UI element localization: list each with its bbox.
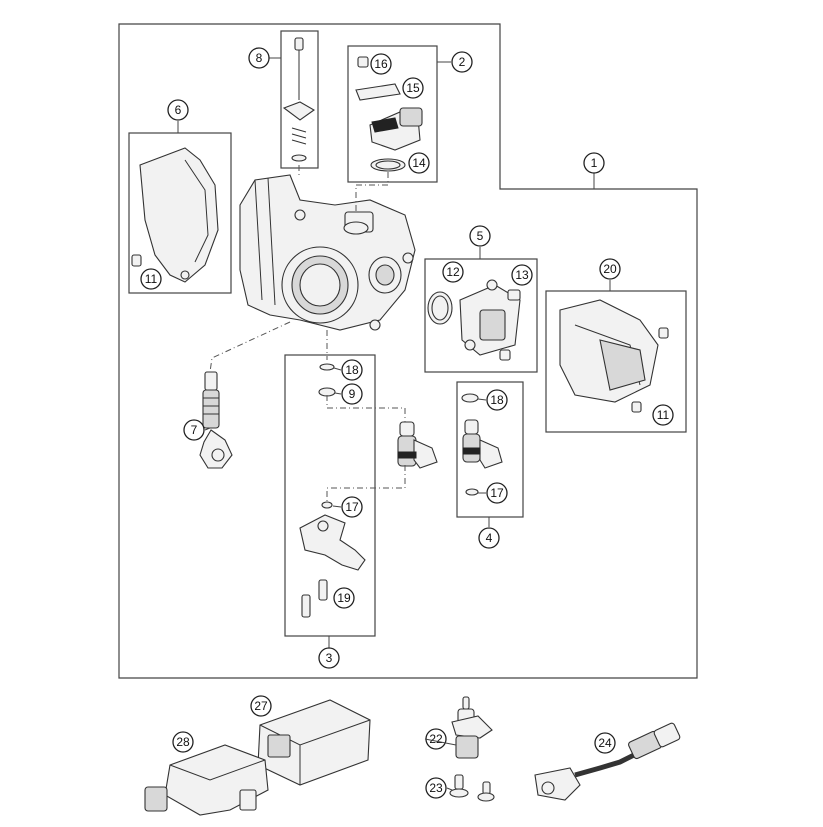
- svg-text:11: 11: [657, 408, 670, 422]
- svg-text:5: 5: [477, 229, 484, 243]
- svg-text:28: 28: [176, 735, 190, 749]
- frame-group-4: [456, 381, 524, 518]
- svg-text:27: 27: [254, 699, 268, 713]
- svg-text:17: 17: [490, 486, 504, 500]
- svg-text:11: 11: [145, 272, 158, 286]
- sensor-24-drawing: [534, 722, 681, 801]
- callout-27: 27: [250, 695, 272, 717]
- svg-text:1: 1: [591, 156, 598, 170]
- callout-28: 28: [172, 731, 194, 753]
- svg-text:23: 23: [429, 781, 443, 795]
- frame-group-2: [347, 45, 438, 183]
- sensor-22-drawing: [451, 696, 493, 759]
- callout-16: 16: [370, 53, 392, 75]
- callout-2: 2: [451, 51, 473, 73]
- throttle-body-assembly-frame: [118, 23, 698, 679]
- frame-group-3: [284, 354, 376, 637]
- callout-12: 12: [442, 261, 464, 283]
- callout-13: 13: [511, 264, 533, 286]
- callout-18-right: 18: [486, 389, 508, 411]
- module-28-drawing: [144, 744, 269, 816]
- screw-11-left: [131, 254, 142, 267]
- svg-text:3: 3: [326, 651, 333, 665]
- svg-text:6: 6: [175, 103, 182, 117]
- throttle-body-drawing: [239, 174, 416, 331]
- svg-text:7: 7: [191, 423, 198, 437]
- svg-text:22: 22: [429, 732, 443, 746]
- sensor-20-drawing: [559, 299, 669, 413]
- svg-text:17: 17: [345, 500, 359, 514]
- bolt-spring-drawing: [282, 37, 316, 162]
- callout-6: 6: [167, 99, 189, 121]
- callout-19: 19: [333, 587, 355, 609]
- group-4-drawing: [461, 393, 503, 496]
- svg-text:24: 24: [598, 736, 612, 750]
- callout-14: 14: [408, 152, 430, 174]
- svg-text:20: 20: [603, 262, 617, 276]
- svg-text:4: 4: [486, 531, 493, 545]
- sensor-7-drawing: [199, 371, 233, 469]
- callout-1: 1: [583, 152, 605, 174]
- ecu-27-drawing: [257, 699, 371, 786]
- callout-17-center: 17: [341, 496, 363, 518]
- svg-text:19: 19: [337, 591, 351, 605]
- callout-11-right: 11: [652, 404, 674, 426]
- callout-17-right: 17: [486, 482, 508, 504]
- frame-group-5: [424, 258, 538, 373]
- callout-8: 8: [248, 47, 270, 69]
- svg-text:14: 14: [412, 156, 426, 170]
- callout-24: 24: [594, 732, 616, 754]
- svg-text:9: 9: [349, 387, 356, 401]
- callout-4: 4: [478, 527, 500, 549]
- callout-22: 22: [425, 728, 447, 750]
- dashed-connectors: [209, 165, 406, 502]
- callout-18-center: 18: [341, 359, 363, 381]
- callout-5: 5: [469, 225, 491, 247]
- leader-lines: [177, 57, 611, 648]
- svg-text:8: 8: [256, 51, 263, 65]
- sensor-5-drawing: [427, 279, 521, 361]
- svg-text:13: 13: [515, 268, 529, 282]
- svg-text:16: 16: [374, 57, 388, 71]
- svg-text:12: 12: [446, 265, 460, 279]
- frame-group-20: [545, 290, 687, 433]
- callout-11-left: 11: [140, 268, 162, 290]
- svg-text:18: 18: [345, 363, 359, 377]
- injector-center-drawing: [397, 421, 438, 469]
- svg-text:18: 18: [490, 393, 504, 407]
- callout-leaders: [204, 367, 487, 791]
- sensor-group-2-drawing: [355, 56, 423, 172]
- callout-20: 20: [599, 258, 621, 280]
- callout-9: 9: [341, 383, 363, 405]
- svg-text:2: 2: [459, 55, 466, 69]
- callout-15: 15: [402, 77, 424, 99]
- screws-23-drawing: [449, 774, 495, 802]
- frame-group-6: [128, 132, 232, 294]
- callout-7: 7: [183, 419, 205, 441]
- group-3-drawing: [299, 363, 366, 618]
- cover-drawing: [139, 147, 219, 283]
- callout-3: 3: [318, 647, 340, 669]
- svg-text:15: 15: [406, 81, 420, 95]
- callout-23: 23: [425, 777, 447, 799]
